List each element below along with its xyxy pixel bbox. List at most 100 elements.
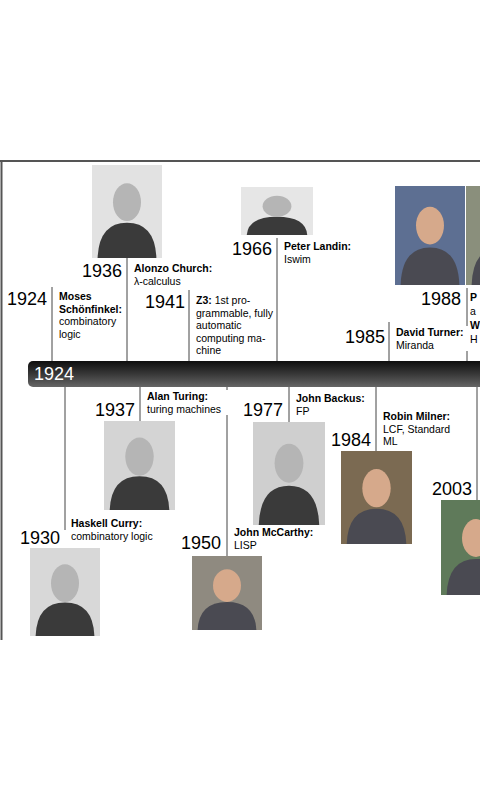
contribution: H [470,332,480,346]
frame-left [1,160,3,640]
timeline-entry: 1984 [331,430,371,450]
portrait-body [447,559,480,595]
frame-top [0,160,480,162]
portrait [253,422,325,525]
timeline-entry: Alan Turing:turing machines [147,390,231,415]
timeline-bar: 1924 [28,361,480,387]
portrait-body [247,217,307,235]
timeline-entry: 1937 [95,400,135,420]
leader-line [289,387,290,422]
timeline-entry: David Turner:Miranda [396,326,468,351]
person-name: Haskell Curry: [71,517,171,530]
portrait-body [198,602,257,630]
timeline-entry: Z3: 1st pro- grammable, fully automatic … [196,294,275,357]
portrait-ground [92,165,162,258]
contribution: FP [296,405,374,418]
year-label: 1936 [82,261,122,281]
year-label: 1924 [7,289,47,309]
leader-line [127,258,128,361]
portrait-head [462,519,480,557]
year-label: 1937 [95,400,135,420]
leader-line [65,387,66,530]
portrait [441,500,480,595]
leader-line [140,387,141,421]
year-label: 1950 [181,533,221,553]
contribution: turing machines [147,403,231,416]
portrait-body [347,509,407,544]
portrait-ground [441,500,480,595]
portrait-body [401,247,460,285]
leader-lines [52,238,477,556]
leader-line [376,387,377,451]
year-label: 2003 [432,479,472,499]
year-label: 1977 [243,400,283,420]
timeline-entry: 1985 [345,327,385,347]
portrait [30,548,100,636]
timeline-entry: 1977 [243,400,283,420]
person-name: W [470,318,480,332]
person-name: Peter Landin: [284,240,384,253]
person-name: John McCarthy: [234,526,329,539]
portrait [104,421,175,510]
timeline-entry: Robin Milner:LCF, Standard ML [383,410,467,448]
portrait-head [275,444,304,483]
portrait [341,451,412,544]
portrait [192,556,262,630]
portrait-ground [241,187,313,235]
year-label: 1930 [20,528,60,548]
person-name: Alonzo Church: [134,262,244,275]
timeline-entry: Alonzo Church:λ-calculus [134,262,244,287]
portrait-ground [253,422,325,525]
portraits [30,165,480,636]
timeline-entry: PaWH [470,290,480,346]
contribution: LCF, Standard ML [383,423,467,448]
portrait-head [263,196,292,217]
contribution: a [470,304,480,318]
portrait-body [110,476,170,510]
leader-line [277,238,278,361]
year-label: 1966 [232,239,272,259]
year-label: 1985 [345,327,385,347]
portrait-head [416,207,444,245]
machine-name: Z3: [196,294,212,306]
contribution: Miranda [396,339,468,352]
portrait-head [362,469,390,507]
portrait-ground [341,451,412,544]
portrait-head [51,564,79,602]
person-name: John Backus: [296,392,374,405]
portrait [466,186,480,285]
contribution: combinatory logic [71,530,171,543]
portrait-body [259,486,319,525]
portrait-head [113,183,141,221]
timeline-entry: Peter Landin:Iswim [284,240,384,265]
leader-line [389,322,390,361]
timeline-entry: 1950 [181,533,221,553]
timeline-entry: 1924 [7,289,47,309]
portrait-head [213,569,241,602]
portrait-head [125,437,153,475]
timeline-entry: John Backus:FP [296,392,374,417]
leader-line [52,287,53,361]
portrait-ground [104,421,175,510]
portrait [395,186,465,285]
portrait-ground [466,186,480,285]
portrait-body [98,223,157,258]
portrait-ground [30,548,100,636]
person-name: Moses Schönfinkel: [59,290,123,315]
timeline-entry: Moses Schönfinkel:combinatory logic [59,290,123,340]
timeline-entry: Haskell Curry:combinatory logic [71,517,171,542]
bar-year: 1924 [34,364,74,384]
portrait-body [472,247,480,285]
contribution: LISP [234,539,329,552]
year-label: 1941 [145,292,185,312]
portrait [241,187,313,235]
person-name: David Turner: [396,326,468,339]
timeline-entry: 1941 [145,292,185,312]
person-name: Alan Turing: [147,390,231,403]
contribution: λ-calculus [134,275,244,288]
portrait-ground [395,186,465,285]
timeline-entry: 2003 [432,479,472,499]
timeline-entry: John McCarthy:LISP [234,526,329,551]
timeline-entry: 1930 [20,528,60,548]
